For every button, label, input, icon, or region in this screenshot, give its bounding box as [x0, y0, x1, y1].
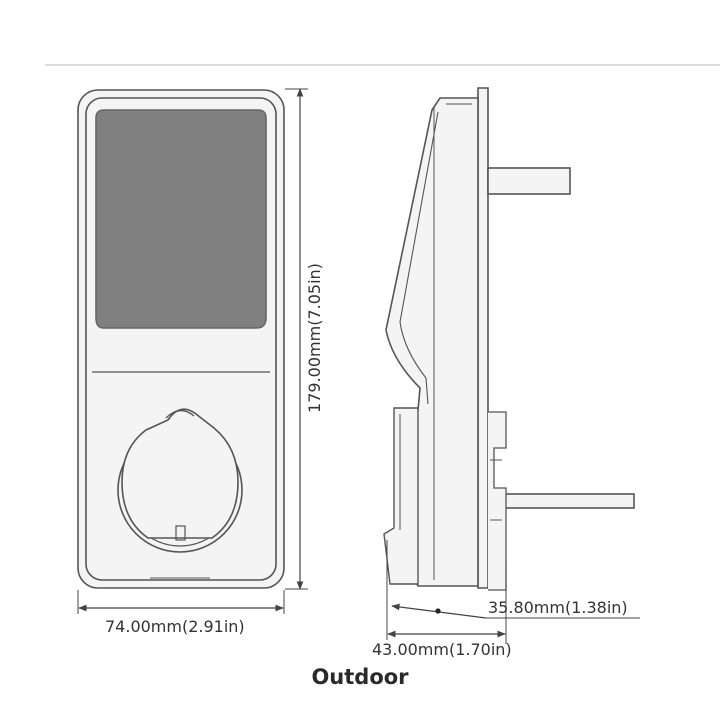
front-inner-bezel [85, 97, 277, 581]
rear-bracket [488, 411, 507, 591]
side-view [383, 87, 635, 591]
view-caption: Outdoor [311, 665, 409, 689]
mounting-plate [477, 87, 489, 589]
keypad-screen [95, 109, 267, 329]
key-slot [175, 525, 186, 541]
upper-spindle [487, 167, 571, 195]
depth-outer-label: 43.00mm(1.70in) [372, 640, 512, 659]
width-label: 74.00mm(2.91in) [105, 617, 245, 636]
lower-module [383, 407, 419, 585]
knob-face [121, 408, 239, 539]
front-view [77, 89, 285, 589]
width-dimension [77, 590, 285, 614]
depth-dimensions [386, 540, 640, 644]
height-label: 179.00mm(7.05in) [305, 263, 324, 413]
lower-spindle [499, 493, 635, 509]
height-dimension [285, 88, 308, 590]
depth-inner-label: 35.80mm(1.38in) [488, 598, 628, 617]
knob-thumb-tab [165, 409, 195, 419]
upper-housing-inner [399, 103, 472, 405]
